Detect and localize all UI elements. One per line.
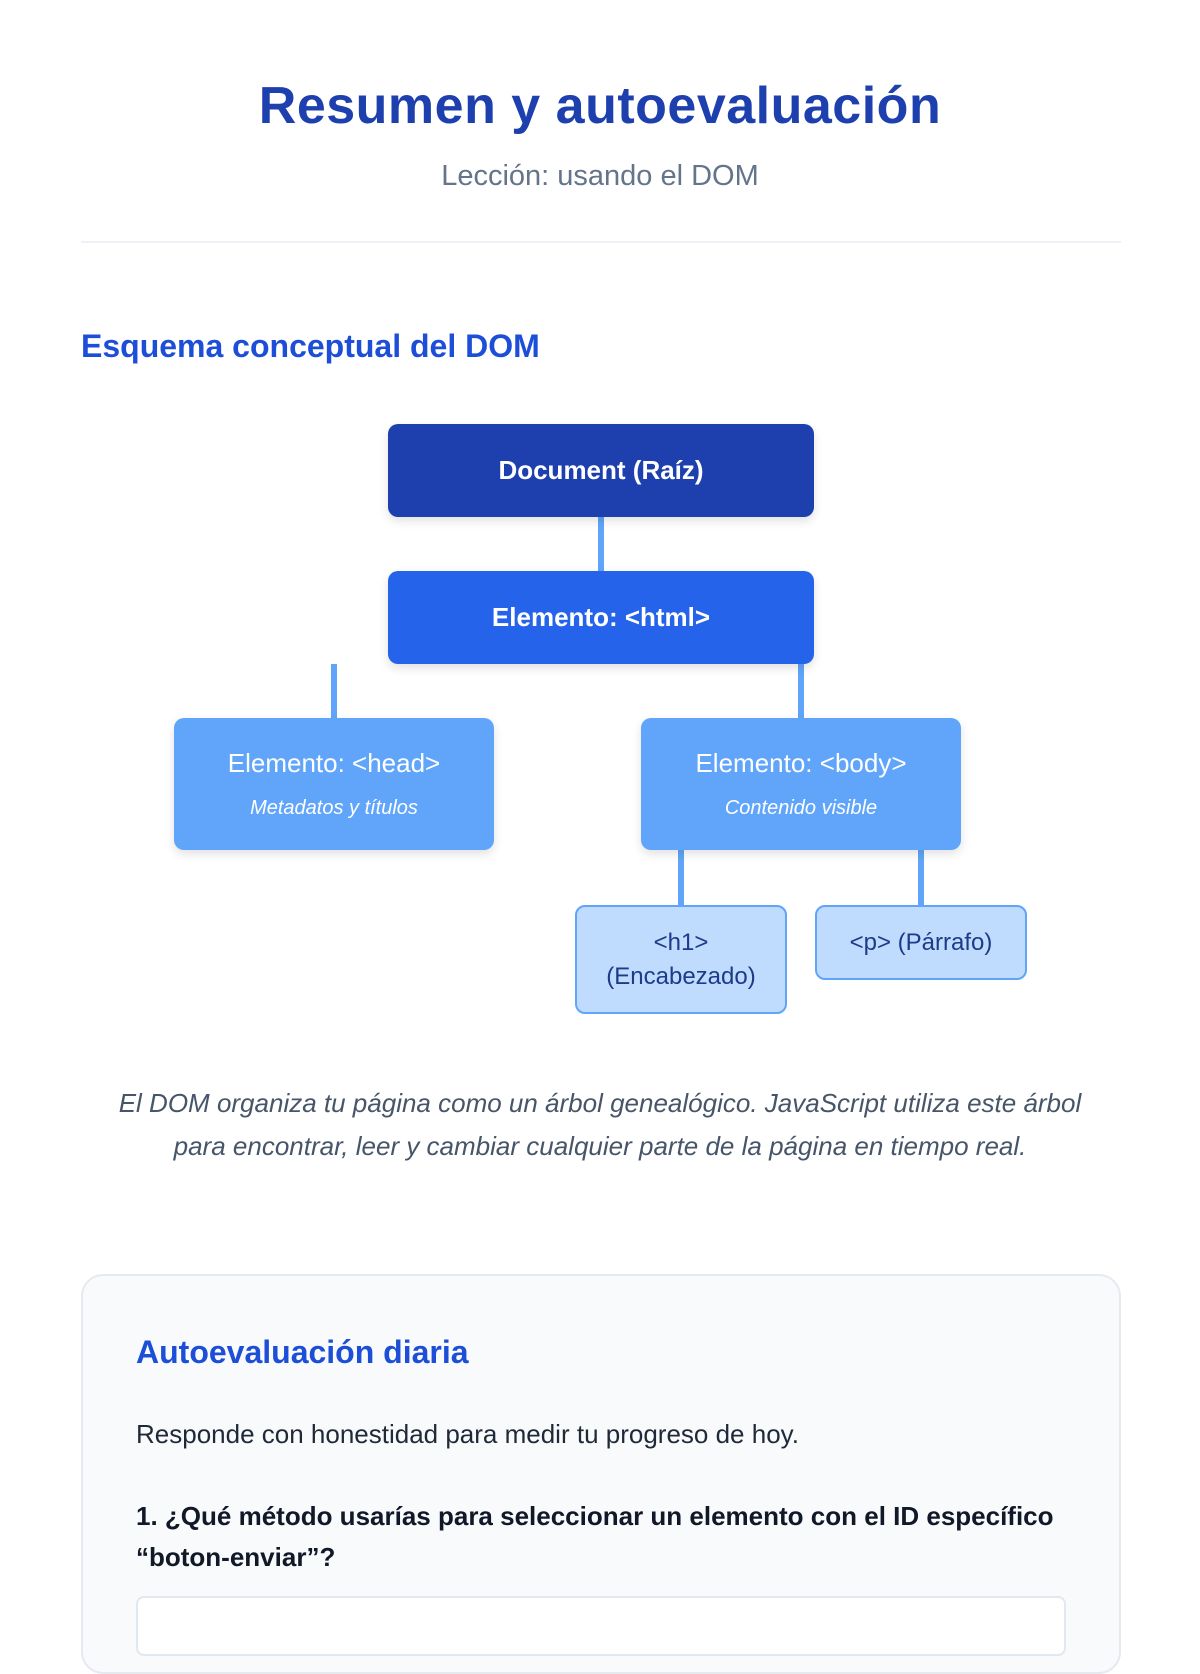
question-1-answer-input[interactable] — [136, 1596, 1066, 1656]
divider — [81, 241, 1121, 243]
connector-body-h1 — [678, 850, 684, 905]
lesson-subtitle: Lección: usando el DOM — [441, 160, 759, 192]
connector-document-html — [598, 517, 604, 571]
node-label-2: (Encabezado) — [606, 962, 756, 990]
node-head: Elemento: <head> Metadatos y títulos — [174, 718, 494, 850]
page-title: Resumen y autoevaluación — [258, 77, 942, 135]
node-label: Elemento: <html> — [491, 602, 711, 632]
node-label: Elemento: <body> — [695, 748, 907, 778]
self-assessment-heading: Autoevaluación diaria — [136, 1334, 469, 1370]
diagram-caption: El DOM organiza tu página como un árbol … — [118, 1088, 1082, 1161]
node-h1: <h1> (Encabezado) — [575, 905, 787, 1014]
connector-html-body — [798, 664, 804, 718]
node-label: <p> (Párrafo) — [849, 928, 993, 956]
schema-heading: Esquema conceptual del DOM — [81, 328, 540, 364]
node-document: Document (Raíz) — [388, 424, 814, 517]
connector-html-head — [331, 664, 337, 718]
self-assessment-intro: Responde con honestidad para medir tu pr… — [136, 1419, 799, 1449]
node-p: <p> (Párrafo) — [815, 905, 1027, 980]
node-body: Elemento: <body> Contenido visible — [641, 718, 961, 850]
node-label: Document (Raíz) — [498, 455, 704, 485]
node-label: <h1> — [653, 928, 709, 956]
node-description: Contenido visible — [724, 797, 878, 819]
node-label: Elemento: <head> — [227, 748, 441, 778]
question-1: 1. ¿Qué método usarías para seleccionar … — [136, 1501, 1054, 1572]
node-description: Metadatos y títulos — [250, 797, 418, 819]
node-html: Elemento: <html> — [388, 571, 814, 664]
connector-body-p — [918, 850, 924, 905]
